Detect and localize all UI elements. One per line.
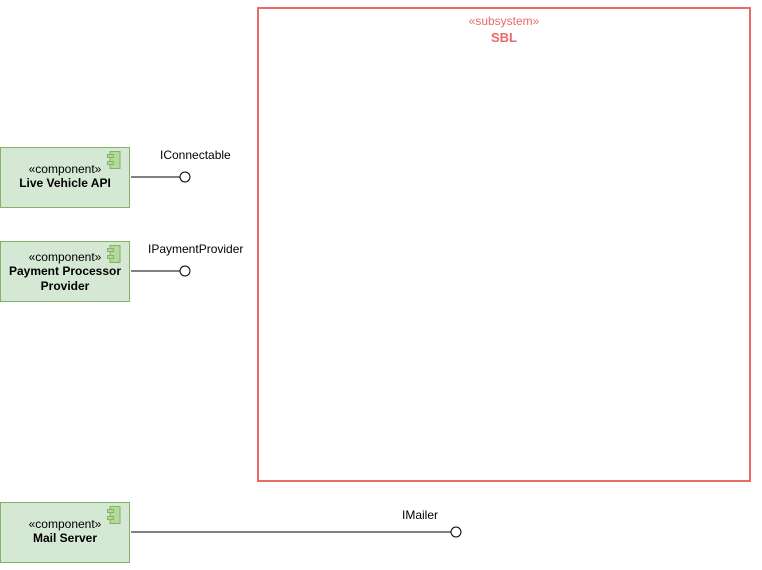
component-name: Live Vehicle API (19, 176, 111, 190)
subsystem-frame[interactable] (257, 7, 751, 482)
component-stereotype: «component» (28, 162, 102, 176)
subsystem-name: SBL (491, 30, 517, 45)
interface-lollipop-ipaymentprovider[interactable] (179, 265, 191, 277)
component-icon (107, 245, 121, 263)
component-live-vehicle-api[interactable]: «component» Live Vehicle API (0, 147, 130, 208)
component-name-line-1: Payment Processor (8, 264, 122, 278)
component-icon (107, 151, 121, 169)
component-payment-processor-provider[interactable]: «component» Payment Processor Provider (0, 241, 130, 302)
component-stereotype: «component» (28, 517, 102, 531)
interface-lollipop-iconnectable[interactable] (179, 171, 191, 183)
subsystem-stereotype: «subsystem» (468, 14, 540, 28)
component-name: Mail Server (32, 531, 98, 545)
component-name-line-2: Provider (40, 279, 90, 293)
interface-label-imailer: IMailer (402, 508, 439, 522)
interface-lollipop-imailer[interactable] (450, 526, 462, 538)
component-stereotype: «component» (28, 250, 102, 264)
component-icon (107, 506, 121, 524)
component-mail-server[interactable]: «component» Mail Server (0, 502, 130, 563)
interface-label-iconnectable: IConnectable (160, 148, 231, 162)
interface-label-ipaymentprovider: IPaymentProvider (148, 242, 244, 256)
